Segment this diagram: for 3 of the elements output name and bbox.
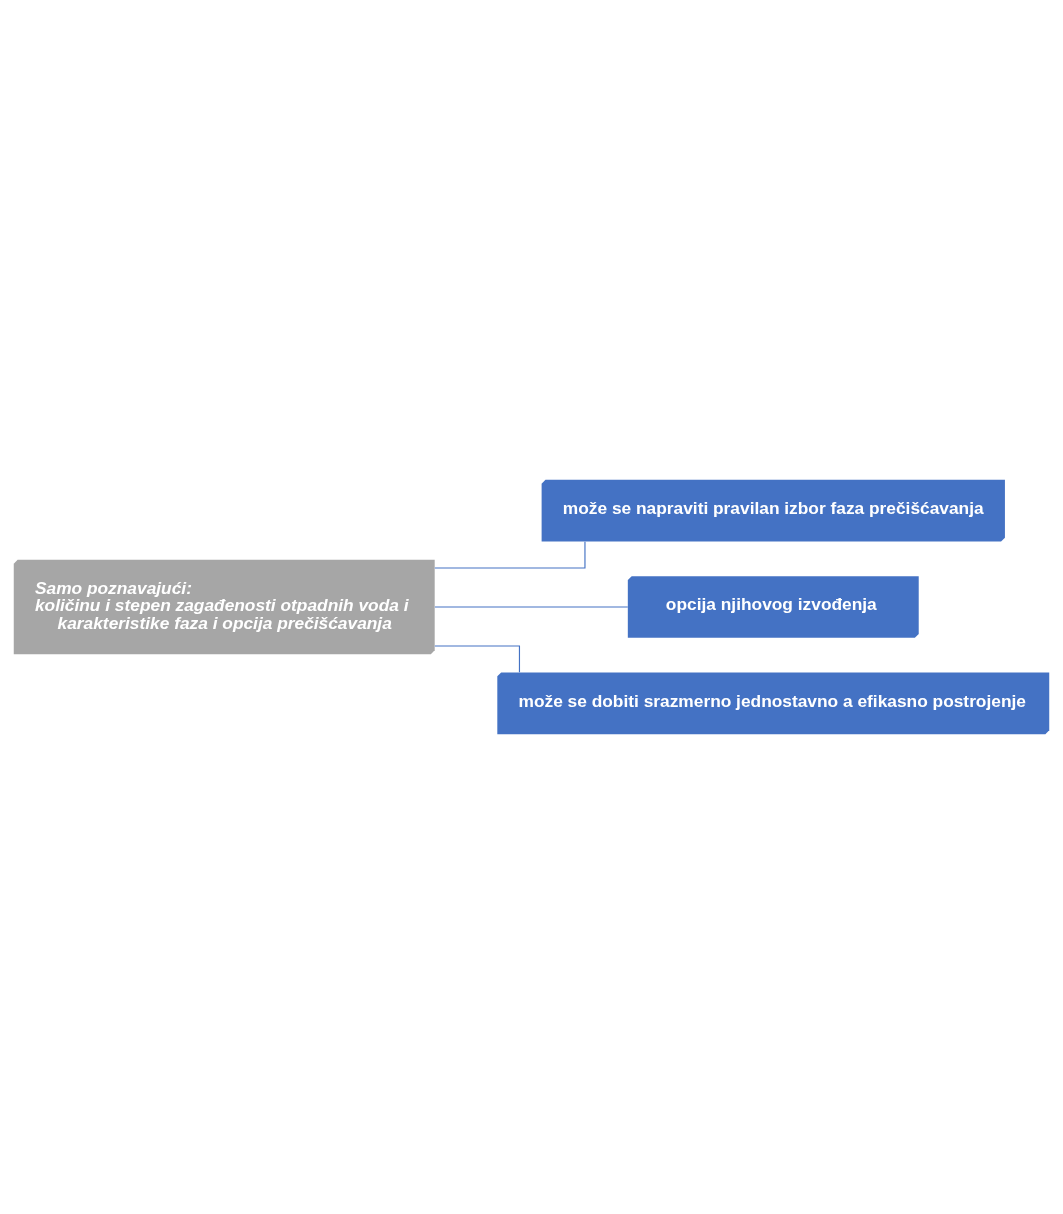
connector	[434, 541, 586, 569]
connector	[434, 606, 629, 608]
connector	[434, 645, 521, 673]
